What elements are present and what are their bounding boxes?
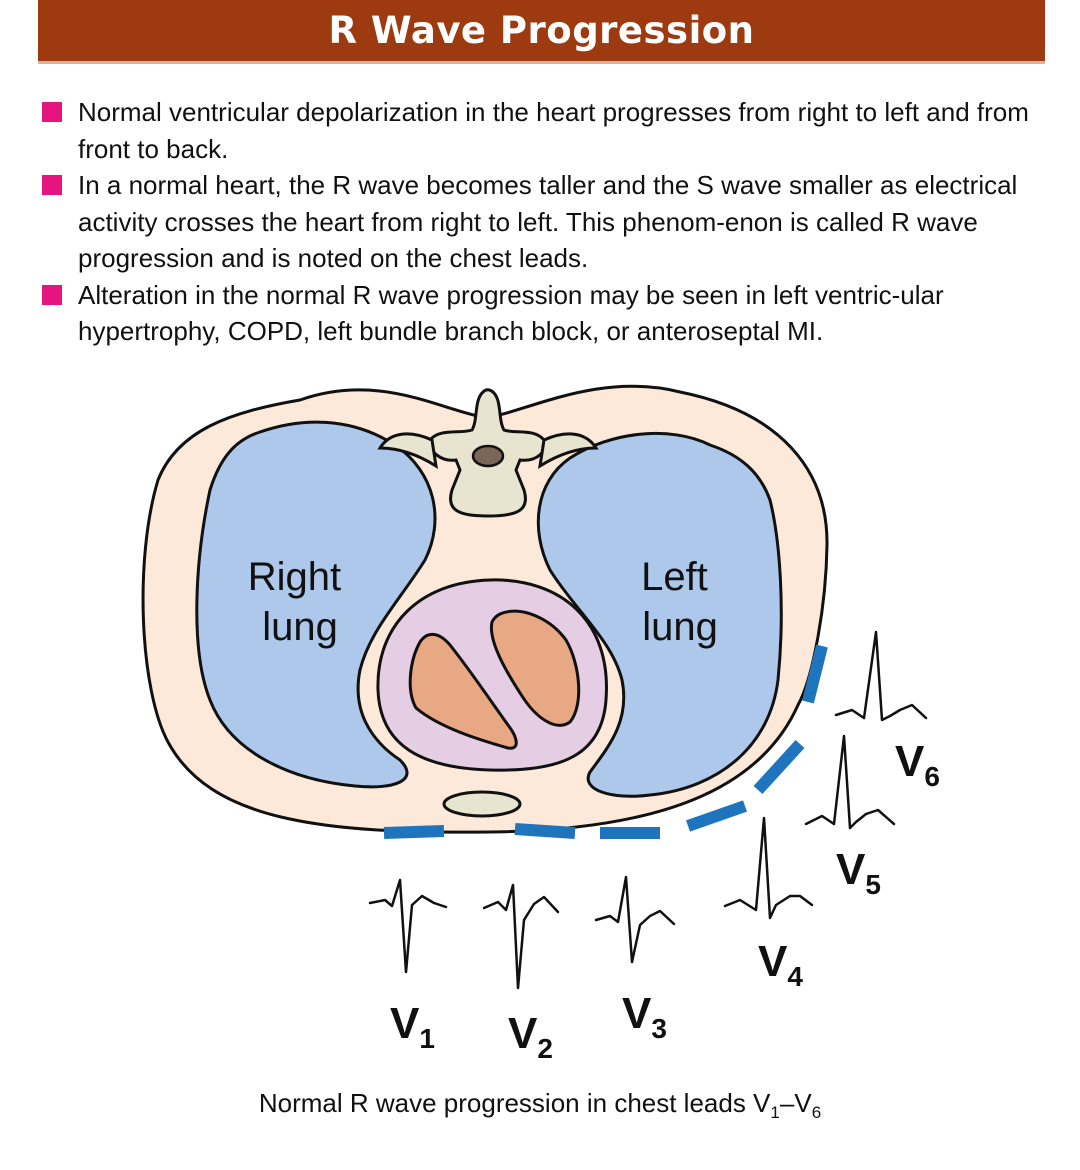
sternum: [442, 790, 522, 818]
ecg-trace-v2: [482, 883, 560, 990]
left-ventricle: [489, 609, 581, 727]
bullet-square-icon: [42, 102, 62, 122]
chest-cross-section-diagram: Right lung Left lung V1 V2 V3 V4: [141, 384, 940, 1064]
vertebra: [377, 388, 599, 518]
electrode-v2: [514, 823, 576, 839]
ecg-trace-v4: [723, 816, 814, 920]
lead-label-v3: V3: [622, 989, 667, 1044]
ecg-trace-v3: [594, 875, 676, 964]
bullet-item: Normal ventricular depolarization in the…: [40, 94, 1040, 167]
bullet-text: Alteration in the normal R wave progress…: [78, 279, 944, 347]
ecg-trace-v1: [368, 878, 448, 974]
electrode-v4: [686, 800, 747, 832]
left-lung: [536, 431, 783, 798]
electrode-group: [383, 644, 828, 839]
title-banner: R Wave Progression: [38, 0, 1045, 64]
bullet-square-icon: [42, 175, 62, 195]
left-lung-label: Left lung: [641, 555, 719, 649]
bullet-item: Alteration in the normal R wave progress…: [40, 277, 1040, 350]
lead-label-v6: V6: [895, 737, 940, 792]
right-ventricle: [408, 633, 518, 750]
bullet-item: In a normal heart, the R wave becomes ta…: [40, 167, 1040, 277]
lead-label-v5: V5: [836, 845, 881, 900]
bullet-text: Normal ventricular depolarization in the…: [78, 97, 1029, 164]
bullet-list: Normal ventricular depolarization in the…: [40, 94, 1040, 350]
ecg-trace-v5: [804, 734, 896, 830]
caption-sub-end: 6: [811, 1103, 822, 1122]
figure-caption: Normal R wave progression in chest leads…: [0, 1088, 1080, 1123]
electrode-v5: [753, 739, 805, 795]
page-title: R Wave Progression: [328, 9, 755, 52]
lead-label-v2: V2: [508, 1009, 553, 1064]
electrode-v6: [802, 644, 828, 704]
caption-sub-start: 1: [770, 1103, 780, 1122]
bullet-text: In a normal heart, the R wave becomes ta…: [78, 170, 1018, 273]
right-lung-label: Right lung: [248, 555, 353, 649]
lead-label-v1: V1: [390, 999, 435, 1054]
electrode-v1: [383, 825, 445, 839]
caption-letter-end: V: [794, 1088, 812, 1118]
lead-label-v4: V4: [758, 937, 803, 992]
bullet-square-icon: [42, 284, 62, 305]
caption-dash: –: [779, 1088, 795, 1118]
right-lung: [195, 420, 437, 789]
ecg-trace-v6: [834, 630, 928, 722]
caption-text: Normal R wave progression in chest leads…: [258, 1088, 771, 1118]
